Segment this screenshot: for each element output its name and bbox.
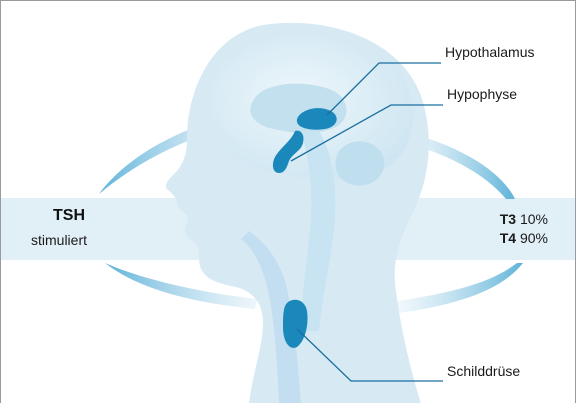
tsh-title: TSH bbox=[53, 207, 85, 225]
cycle-arrow-lower-right bbox=[397, 263, 523, 313]
hormone-t3-value: 10% bbox=[520, 211, 548, 227]
hormone-t3-name: T3 bbox=[500, 211, 516, 227]
hypothalamus-label: Hypothalamus bbox=[445, 44, 535, 60]
hormone-t3: T3 10% bbox=[500, 211, 548, 227]
hormone-t4-value: 90% bbox=[520, 230, 548, 246]
tsh-subtitle: stimuliert bbox=[31, 232, 87, 248]
schilddruese-label: Schilddrüse bbox=[447, 363, 520, 379]
hypophyse-label: Hypophyse bbox=[447, 86, 517, 102]
cerebellum bbox=[335, 141, 384, 185]
hormone-t4-name: T4 bbox=[500, 230, 516, 246]
hormone-t4: T4 90% bbox=[500, 230, 548, 246]
